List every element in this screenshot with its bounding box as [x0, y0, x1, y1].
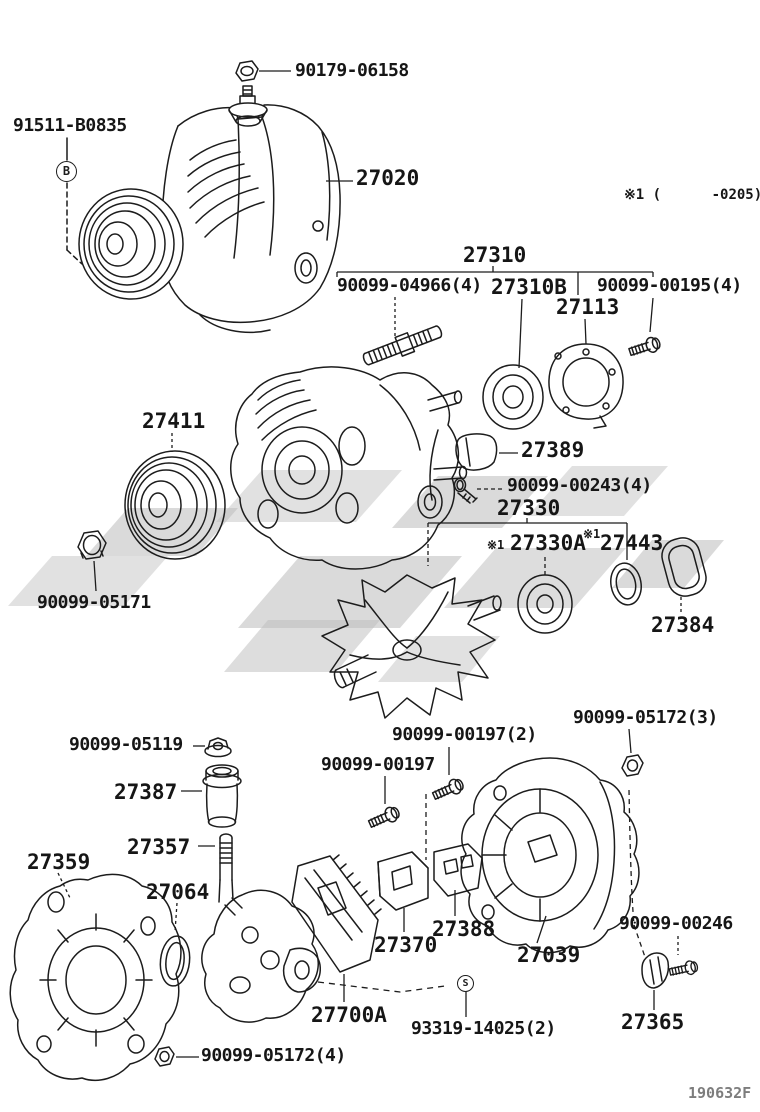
brush-holder-drawing — [433, 843, 483, 897]
regulator-bolt-drawing — [366, 803, 403, 832]
part-label-27700A: 27700A — [311, 1003, 387, 1027]
insulator-cover-drawing — [661, 537, 707, 597]
part-label-90099-00195: 90099-00195(4) — [597, 275, 742, 296]
part-label-27039: 27039 — [517, 943, 581, 967]
part-label-27370: 27370 — [374, 933, 438, 957]
part-label-90099-05171: 90099-05171 — [37, 592, 151, 613]
drive-end-frame-drawing — [230, 366, 468, 570]
part-label-91511-B0835: 91511-B0835 — [13, 115, 127, 136]
retainer-bolt-drawing — [626, 334, 663, 360]
voltage-regulator-drawing — [377, 851, 429, 911]
part-label-27330: 27330 — [497, 496, 561, 520]
bearing-cover-ring-drawing — [610, 562, 642, 606]
cover-nut-drawing — [621, 754, 644, 777]
alternator-assembly-drawing — [78, 85, 341, 334]
part-label-27330A: 27330A — [510, 531, 586, 555]
b-circle-symbol: B — [56, 161, 77, 182]
part-label-27310B: 27310B — [491, 275, 567, 299]
ref-mark-27330A: ※1 — [487, 538, 505, 552]
part-label-90099-05172-4: 90099-05172(4) — [201, 1045, 346, 1066]
terminal-insulator-drawing — [455, 433, 498, 471]
rotor-drawing — [321, 574, 502, 719]
rear-end-cover-drawing — [460, 757, 640, 954]
part-label-27310: 27310 — [463, 243, 527, 267]
part-label-27365: 27365 — [621, 1010, 685, 1034]
through-bolt-drawing — [362, 325, 443, 366]
pulley-drawing — [124, 450, 226, 560]
part-label-90099-05119: 90099-05119 — [69, 734, 183, 755]
rectifier-drawing — [291, 854, 382, 973]
part-label-27387: 27387 — [114, 780, 178, 804]
part-label-90099-00197: 90099-00197 — [321, 754, 435, 775]
part-label-27388: 27388 — [432, 917, 496, 941]
ref-mark-27443: ※1 — [583, 527, 601, 541]
part-label-90179-06158: 90179-06158 — [295, 60, 409, 81]
s-circle-symbol: S — [457, 975, 474, 992]
part-label-27113: 27113 — [556, 295, 620, 319]
part-label-90099-04966: 90099-04966(4) — [337, 275, 482, 296]
part-label-27389: 27389 — [521, 438, 585, 462]
housing-nut-drawing — [154, 1046, 175, 1067]
small-screw-drawing — [453, 477, 478, 504]
part-label-27443: 27443 — [600, 531, 664, 555]
bearing-retainer-drawing — [548, 343, 624, 429]
part-label-27359: 27359 — [27, 850, 91, 874]
part-label-90099-00246: 90099-00246 — [619, 913, 733, 934]
part-label-27357: 27357 — [127, 835, 191, 859]
figure-code: 190632F — [688, 1084, 752, 1102]
pulley-nut-drawing — [77, 530, 107, 560]
part-label-27411: 27411 — [142, 409, 206, 433]
terminal-nut-drawing — [235, 60, 259, 82]
part-label-90099-05172-3: 90099-05172(3) — [573, 707, 718, 728]
front-housing-drawing — [9, 873, 182, 1082]
front-bearing-drawing — [482, 364, 544, 430]
part-label-27064: 27064 — [146, 880, 210, 904]
part-label-27020: 27020 — [356, 166, 420, 190]
leader-lines — [57, 70, 682, 1058]
terminal-small-nut-drawing — [204, 737, 232, 758]
end-cap-drawing — [641, 952, 670, 989]
terminal-insulator-cylinder-drawing — [202, 764, 242, 828]
part-label-27384: 27384 — [651, 613, 715, 637]
rear-end-frame-inner-drawing — [201, 889, 321, 1023]
b-marker-leader — [66, 137, 83, 265]
cap-bolt-drawing — [667, 958, 700, 980]
insulator-washer-drawing — [159, 935, 191, 987]
part-label-90099-00243: 90099-00243(4) — [507, 475, 652, 496]
part-label-93319-14025: 93319-14025(2) — [411, 1018, 556, 1039]
terminal-stud-drawing — [218, 833, 234, 903]
watermark-logo — [8, 466, 724, 682]
applicability-note: ※1 ( -0205) — [624, 187, 760, 203]
part-label-90099-00197-2: 90099-00197(2) — [392, 724, 537, 745]
regulator-bolt2-drawing — [430, 775, 467, 804]
